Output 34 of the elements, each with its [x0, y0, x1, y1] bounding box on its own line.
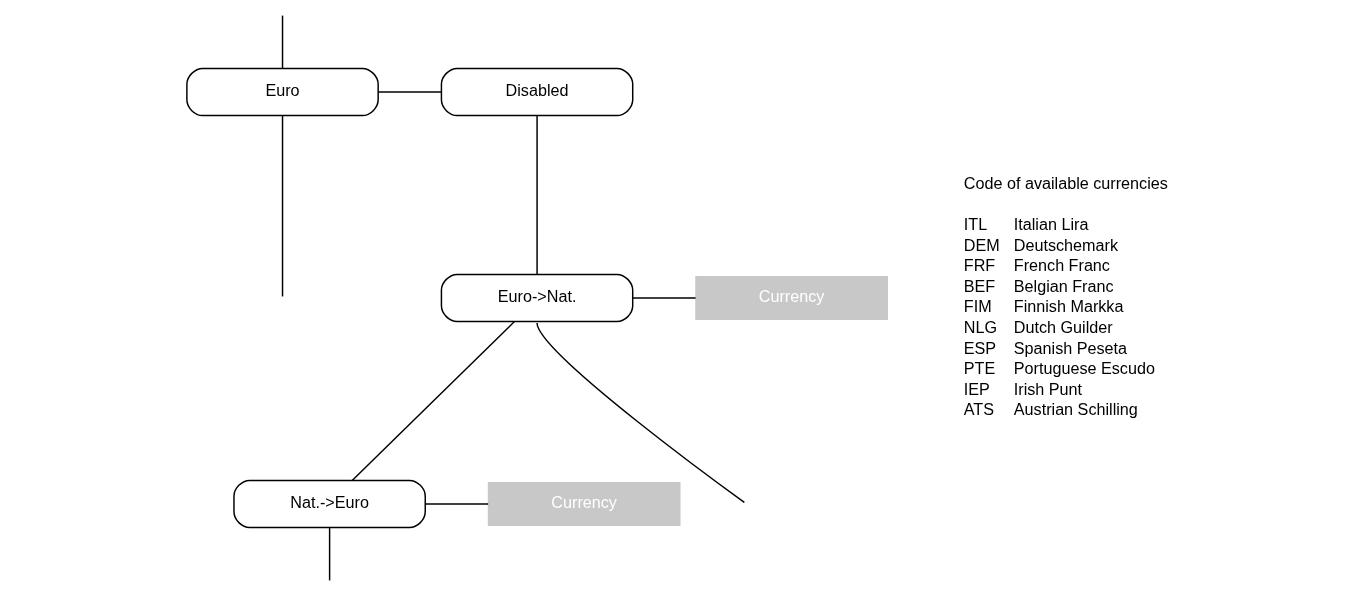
label: Spanish Peseta — [1013, 338, 1128, 357]
label: Dutch Guilder — [1013, 318, 1113, 337]
label: Deutschemark — [1013, 235, 1119, 254]
label: BEF — [963, 276, 996, 295]
label: Austrian Schilling — [1013, 400, 1138, 419]
label: Finnish Markka — [1013, 297, 1124, 316]
label: Code of available currencies — [963, 173, 1168, 192]
label: PTE — [963, 359, 996, 378]
connector — [281, 114, 284, 298]
connector — [328, 526, 331, 582]
node-box: Nat.->Euro — [233, 479, 426, 529]
node-box: Disabled — [440, 67, 634, 117]
node-box: Euro — [186, 67, 379, 117]
label: FIM — [963, 297, 992, 316]
label: ESP — [963, 338, 997, 357]
label: FRF — [963, 256, 996, 275]
node-box: Euro->Nat. — [440, 273, 634, 323]
label: NLG — [963, 318, 998, 337]
connector — [424, 503, 489, 505]
label: Belgian Franc — [1013, 276, 1114, 295]
label: Irish Punt — [1013, 379, 1083, 398]
label: Italian Lira — [1013, 215, 1089, 234]
label: ATS — [963, 400, 995, 419]
connector — [536, 114, 538, 276]
label: French Franc — [1013, 256, 1110, 275]
connector — [351, 320, 516, 482]
connector — [536, 322, 746, 504]
label: ITL — [963, 215, 988, 234]
label: IEP — [963, 379, 990, 398]
connector — [377, 91, 442, 93]
label: Portuguese Escudo — [1013, 359, 1155, 378]
connector — [632, 297, 697, 299]
connector — [281, 14, 284, 70]
label: DEM — [963, 235, 1000, 254]
